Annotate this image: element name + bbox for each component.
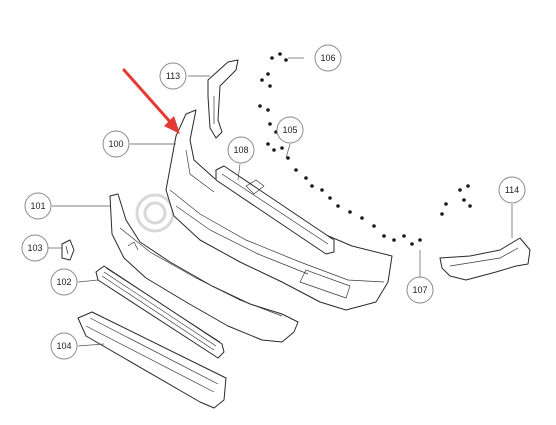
callout-104-label: 104 — [56, 341, 71, 351]
callout-113-label: 113 — [166, 71, 180, 81]
highlight-arrow — [122, 68, 180, 134]
callout-101-label: 101 — [30, 201, 45, 211]
callout-102-label: 102 — [56, 277, 71, 287]
callout-105-label: 105 — [282, 125, 297, 135]
leader-lines — [48, 57, 513, 347]
callout-107-label: 107 — [412, 285, 427, 295]
callout-103: 103 — [21, 234, 49, 262]
fasteners-107 — [310, 184, 422, 246]
part-101-lower-bumper-cover[interactable] — [109, 193, 299, 343]
callout-114-label: 114 — [505, 185, 519, 195]
callout-108: 108 — [227, 136, 255, 164]
callout-113: 113 — [159, 62, 187, 90]
watermark-logo — [135, 193, 175, 233]
callout-106-label: 106 — [320, 53, 335, 63]
callout-114: 114 — [498, 176, 526, 204]
callout-101: 101 — [24, 192, 52, 220]
fasteners-114 — [440, 184, 472, 216]
part-114-right-bracket[interactable] — [439, 237, 531, 281]
callout-105: 105 — [276, 116, 304, 144]
part-113-left-bracket[interactable] — [207, 59, 239, 139]
part-108-center-grille[interactable] — [215, 165, 335, 255]
callout-104: 104 — [50, 332, 78, 360]
callout-100: 100 — [102, 130, 130, 158]
fasteners-106 — [260, 52, 288, 88]
part-100-front-bumper[interactable] — [165, 109, 393, 311]
callout-107: 107 — [406, 276, 434, 304]
callout-108-label: 108 — [233, 145, 248, 155]
callout-100-label: 100 — [108, 139, 123, 149]
callout-106: 106 — [314, 44, 342, 72]
callout-102: 102 — [50, 268, 78, 296]
callout-103-label: 103 — [27, 243, 42, 253]
fasteners-105 — [258, 104, 308, 180]
part-104-lower-skid[interactable] — [77, 311, 227, 409]
part-103-clip[interactable] — [61, 239, 75, 261]
